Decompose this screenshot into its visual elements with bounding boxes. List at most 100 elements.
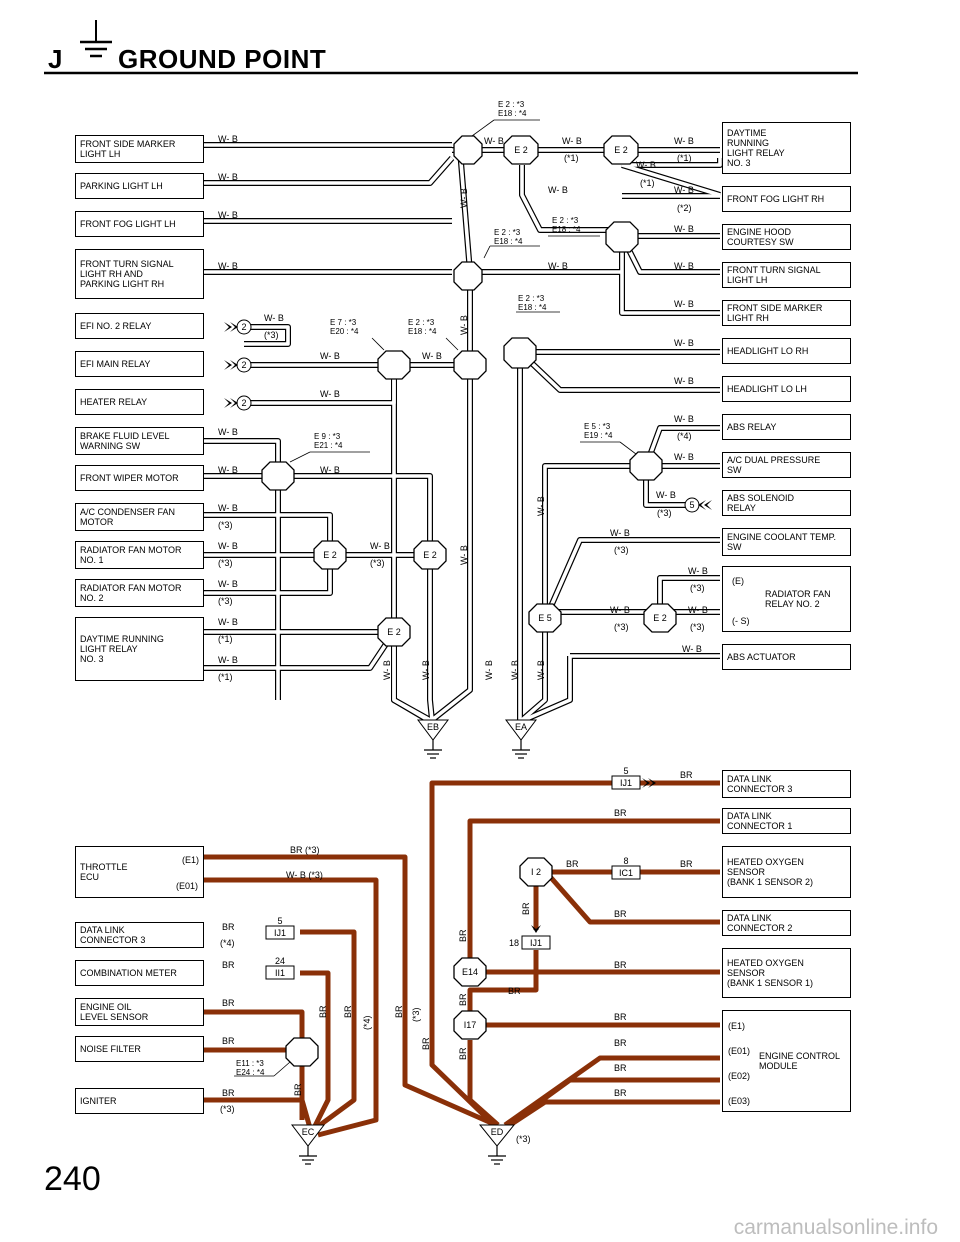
- note-noise-2: E24 : *4: [236, 1068, 265, 1077]
- component-heater-relay: HEATER RELAY: [75, 389, 204, 415]
- wb-wire-outline: [244, 365, 397, 406]
- component-drl-relay-no3-left: DAYTIME RUNNING LIGHT RELAY NO. 3: [75, 617, 204, 681]
- ground-ed-note: (*3): [516, 1134, 531, 1144]
- ecm-pin-e01: (E01): [728, 1046, 751, 1056]
- component-igniter: IGNITER: [75, 1088, 204, 1114]
- wire-label-br: BR: [614, 808, 627, 818]
- wire-label-wb3: W- B (*3): [286, 870, 323, 880]
- component-abs-solenoid-relay: ABS SOLENOID RELAY: [722, 490, 851, 516]
- component-headlight-lo-lh: HEADLIGHT LO LH: [722, 376, 851, 402]
- pin-throttle-e1: (E1): [182, 855, 200, 865]
- note-ru-1: E 2 : *3: [552, 216, 579, 225]
- wire-label-br-v: BR: [458, 929, 468, 942]
- wire-label-v: W- B: [536, 660, 546, 680]
- component-efi-no2-relay: EFI NO. 2 RELAY: [75, 313, 204, 339]
- wire-label-br: BR: [222, 998, 235, 1008]
- wire-label-br: BR: [614, 1012, 627, 1022]
- ground-symbol-icon: [80, 20, 112, 58]
- wire-label: W- B: [264, 313, 284, 323]
- wire-label: W- B: [218, 655, 238, 665]
- wire-label: W- B: [636, 160, 656, 170]
- wb-wire-core: [621, 163, 721, 197]
- wire-label: W- B: [218, 503, 238, 513]
- wb-wire-core: [523, 656, 572, 722]
- connector-pin-5-b: 5: [277, 916, 283, 926]
- wire-label: W- B: [674, 452, 694, 462]
- wire-label: W- B: [682, 644, 702, 654]
- splice-points: [261, 135, 663, 1067]
- wire-label-br-v: BR: [343, 1005, 353, 1018]
- wire-label: W- B: [218, 210, 238, 220]
- wire-label-br: BR: [222, 1088, 235, 1098]
- wire-label: W- B: [674, 338, 694, 348]
- note-star1: (*1): [564, 153, 579, 163]
- wire-label: W- B: [218, 579, 238, 589]
- note-abs-2: E19 : *4: [584, 431, 613, 440]
- connector-pin-5-c: 5: [689, 500, 695, 510]
- wire-label: W- B: [610, 605, 630, 615]
- watermark: carmanualsonline.info: [733, 1216, 938, 1239]
- note-star3: (*3): [614, 622, 629, 632]
- junction-i2: I 2: [530, 867, 541, 877]
- junction-e2-mid-a: E 2: [323, 550, 337, 560]
- wire-label: W- B: [422, 351, 442, 361]
- wb-wire-core: [392, 640, 429, 722]
- wb-wire-core: [518, 350, 720, 392]
- note-star1: (*1): [640, 178, 655, 188]
- wire-label: W- B: [674, 414, 694, 424]
- connector-pin-2-c: 2: [241, 398, 247, 408]
- note-star3: (*3): [370, 558, 385, 568]
- note-wiper-1: E 9 : *3: [314, 432, 341, 441]
- wire-label-br-v: BR: [521, 902, 531, 915]
- component-front-fog-light-rh: FRONT FOG LIGHT RH: [722, 186, 851, 212]
- ecm-pin-e1: (E1): [728, 1021, 746, 1031]
- note-star3: (*3): [614, 545, 629, 555]
- component-front-turn-signal-rh: FRONT TURN SIGNAL LIGHT RH AND PARKING L…: [75, 249, 204, 299]
- component-combination-meter: COMBINATION METER: [75, 960, 204, 986]
- junction-e14: E14: [461, 967, 478, 977]
- wire-label: W- B: [674, 136, 694, 146]
- note-star3: (*3): [220, 1104, 235, 1114]
- note-abs-1: E 5 : *3: [584, 422, 611, 431]
- wire-label-v: W- B: [459, 188, 469, 208]
- connector-pin-24: 24: [274, 956, 285, 966]
- page-title: GROUND POINT: [118, 44, 327, 74]
- wire-label: W- B: [218, 617, 238, 627]
- wb-wire-core: [244, 365, 396, 405]
- component-ac-dual-pressure-sw: A/C DUAL PRESSURE SW: [722, 452, 851, 478]
- wire-label: W- B: [320, 465, 340, 475]
- wire-label-br: BR: [222, 1036, 235, 1046]
- ecm-pin-e03: (E03): [728, 1096, 751, 1106]
- connector-ij1-b: IJ1: [529, 938, 542, 948]
- page-number: 240: [44, 1160, 101, 1198]
- junction-e5: E 5: [538, 613, 552, 623]
- br-wires: [204, 780, 720, 1138]
- wire-label: W- B: [674, 224, 694, 234]
- wire-label-br-v: BR: [293, 1083, 303, 1096]
- wire-label: W- B: [370, 541, 390, 551]
- component-front-side-marker-rh: FRONT SIDE MARKER LIGHT RH: [722, 300, 851, 326]
- wire-label-br-v: BR: [458, 993, 468, 1006]
- wire-label: W- B: [610, 528, 630, 538]
- wire-label-br-v: BR: [318, 1005, 328, 1018]
- pin-label-s: (- S): [732, 616, 750, 626]
- wire-label-v: W- B: [459, 315, 469, 335]
- note-star3: (*3): [657, 508, 672, 518]
- component-drl-relay-no3-right: DAYTIME RUNNING LIGHT RELAY NO. 3: [722, 122, 851, 174]
- connector-pin-2-a: 2: [241, 322, 247, 332]
- component-front-fog-light-lh: FRONT FOG LIGHT LH: [75, 211, 204, 237]
- pin-throttle-e01: (E01): [176, 881, 199, 891]
- component-abs-relay: ABS RELAY: [722, 414, 851, 440]
- note-noise-1: E11 : *3: [236, 1059, 264, 1068]
- wb-wire-core: [520, 165, 622, 232]
- wire-label: W- B: [674, 185, 694, 195]
- named-junctions: [313, 135, 677, 1040]
- wire-label: W- B: [218, 134, 238, 144]
- component-headlight-lo-rh: HEADLIGHT LO RH: [722, 338, 851, 364]
- wb-wire-core: [428, 555, 434, 721]
- wb-wires: [204, 142, 723, 723]
- wb-wire-outline: [204, 156, 455, 186]
- note-efi-l-2: E20 : *4: [330, 327, 359, 336]
- connector-pin-8: 8: [623, 856, 629, 866]
